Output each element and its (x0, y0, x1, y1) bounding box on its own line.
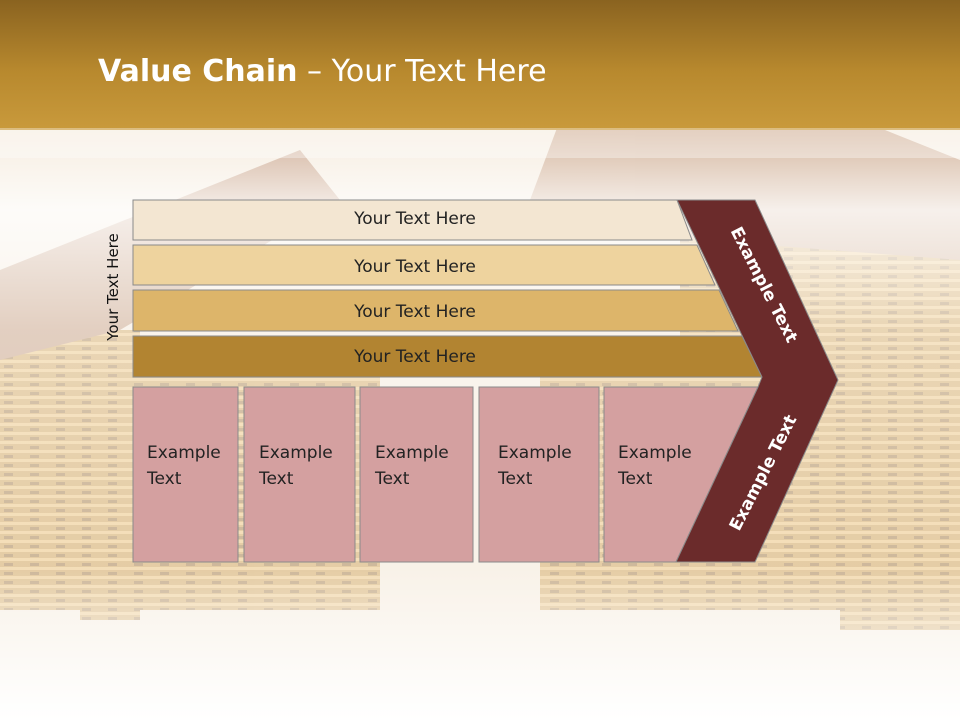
cell-3[interactable] (359, 386, 474, 563)
slide-title-rest: – Your Text Here (297, 54, 547, 89)
cell-4[interactable] (478, 386, 600, 563)
cell-1[interactable] (132, 386, 239, 563)
cell-3-line2: Text (375, 469, 410, 489)
cell-1-text: Example Text (147, 440, 221, 492)
cell-3-line1: Example (375, 443, 449, 463)
band-3[interactable] (132, 289, 739, 332)
cell-4-line1: Example (498, 443, 572, 463)
band-1[interactable] (132, 199, 693, 241)
band-2[interactable] (132, 244, 716, 286)
cell-2-text: Example Text (259, 440, 333, 492)
cell-2-line2: Text (259, 469, 294, 489)
diagram-reflection (0, 560, 960, 700)
cell-1-line1: Example (147, 443, 221, 463)
cell-4-line2: Text (498, 469, 533, 489)
cell-5-line2: Text (618, 469, 653, 489)
band-1-label: Your Text Here (354, 209, 476, 229)
cell-1-line2: Text (147, 469, 182, 489)
band-2-label: Your Text Here (354, 257, 476, 277)
cell-4-text: Example Text (498, 440, 572, 492)
cell-5-text: Example Text (618, 440, 692, 492)
cell-3-text: Example Text (375, 440, 449, 492)
band-3-label: Your Text Here (354, 302, 476, 322)
chevron-arrow[interactable] (675, 199, 839, 563)
cell-5-line1: Example (618, 443, 692, 463)
cell-2-line1: Example (259, 443, 333, 463)
band-4-label: Your Text Here (354, 347, 476, 367)
cell-2[interactable] (243, 386, 356, 563)
slide-title: Value Chain – Your Text Here (98, 54, 547, 89)
slide-title-bold: Value Chain (98, 54, 298, 89)
